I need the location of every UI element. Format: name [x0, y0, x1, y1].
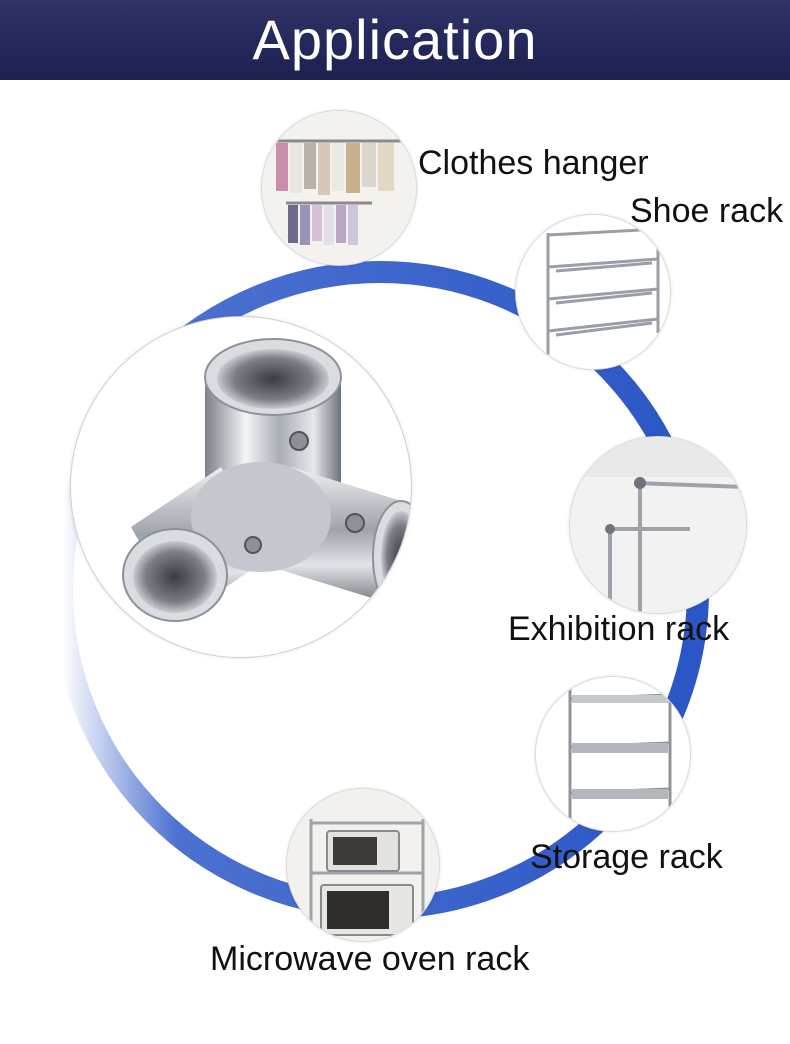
three-way-pipe-connector-icon [122, 338, 411, 622]
shoe-rack-icon [516, 215, 670, 369]
application-label-exhibition-rack: Exhibition rack [508, 610, 730, 648]
microwave-oven-rack-icon [287, 789, 439, 941]
product-photo-circle [70, 316, 412, 658]
application-label-shoe-rack: Shoe rack [630, 192, 784, 230]
page-title: Application [252, 8, 538, 71]
storage-rack-icon [536, 677, 690, 831]
exhibition-rack-thumbnail [569, 436, 747, 614]
page-header: Application [0, 0, 790, 80]
application-diagram: Clothes hanger Shoe rack [0, 80, 790, 1044]
storage-rack-thumbnail [535, 676, 691, 832]
application-label-clothes-hanger: Clothes hanger [418, 144, 649, 182]
application-label-storage-rack: Storage rack [530, 838, 723, 876]
clothes-hanger-thumbnail [261, 110, 417, 266]
exhibition-rack-icon [570, 437, 746, 613]
shoe-rack-thumbnail [515, 214, 671, 370]
microwave-oven-rack-thumbnail [286, 788, 440, 942]
clothes-hanger-icon [262, 111, 416, 265]
application-label-microwave-oven-rack: Microwave oven rack [210, 940, 530, 978]
